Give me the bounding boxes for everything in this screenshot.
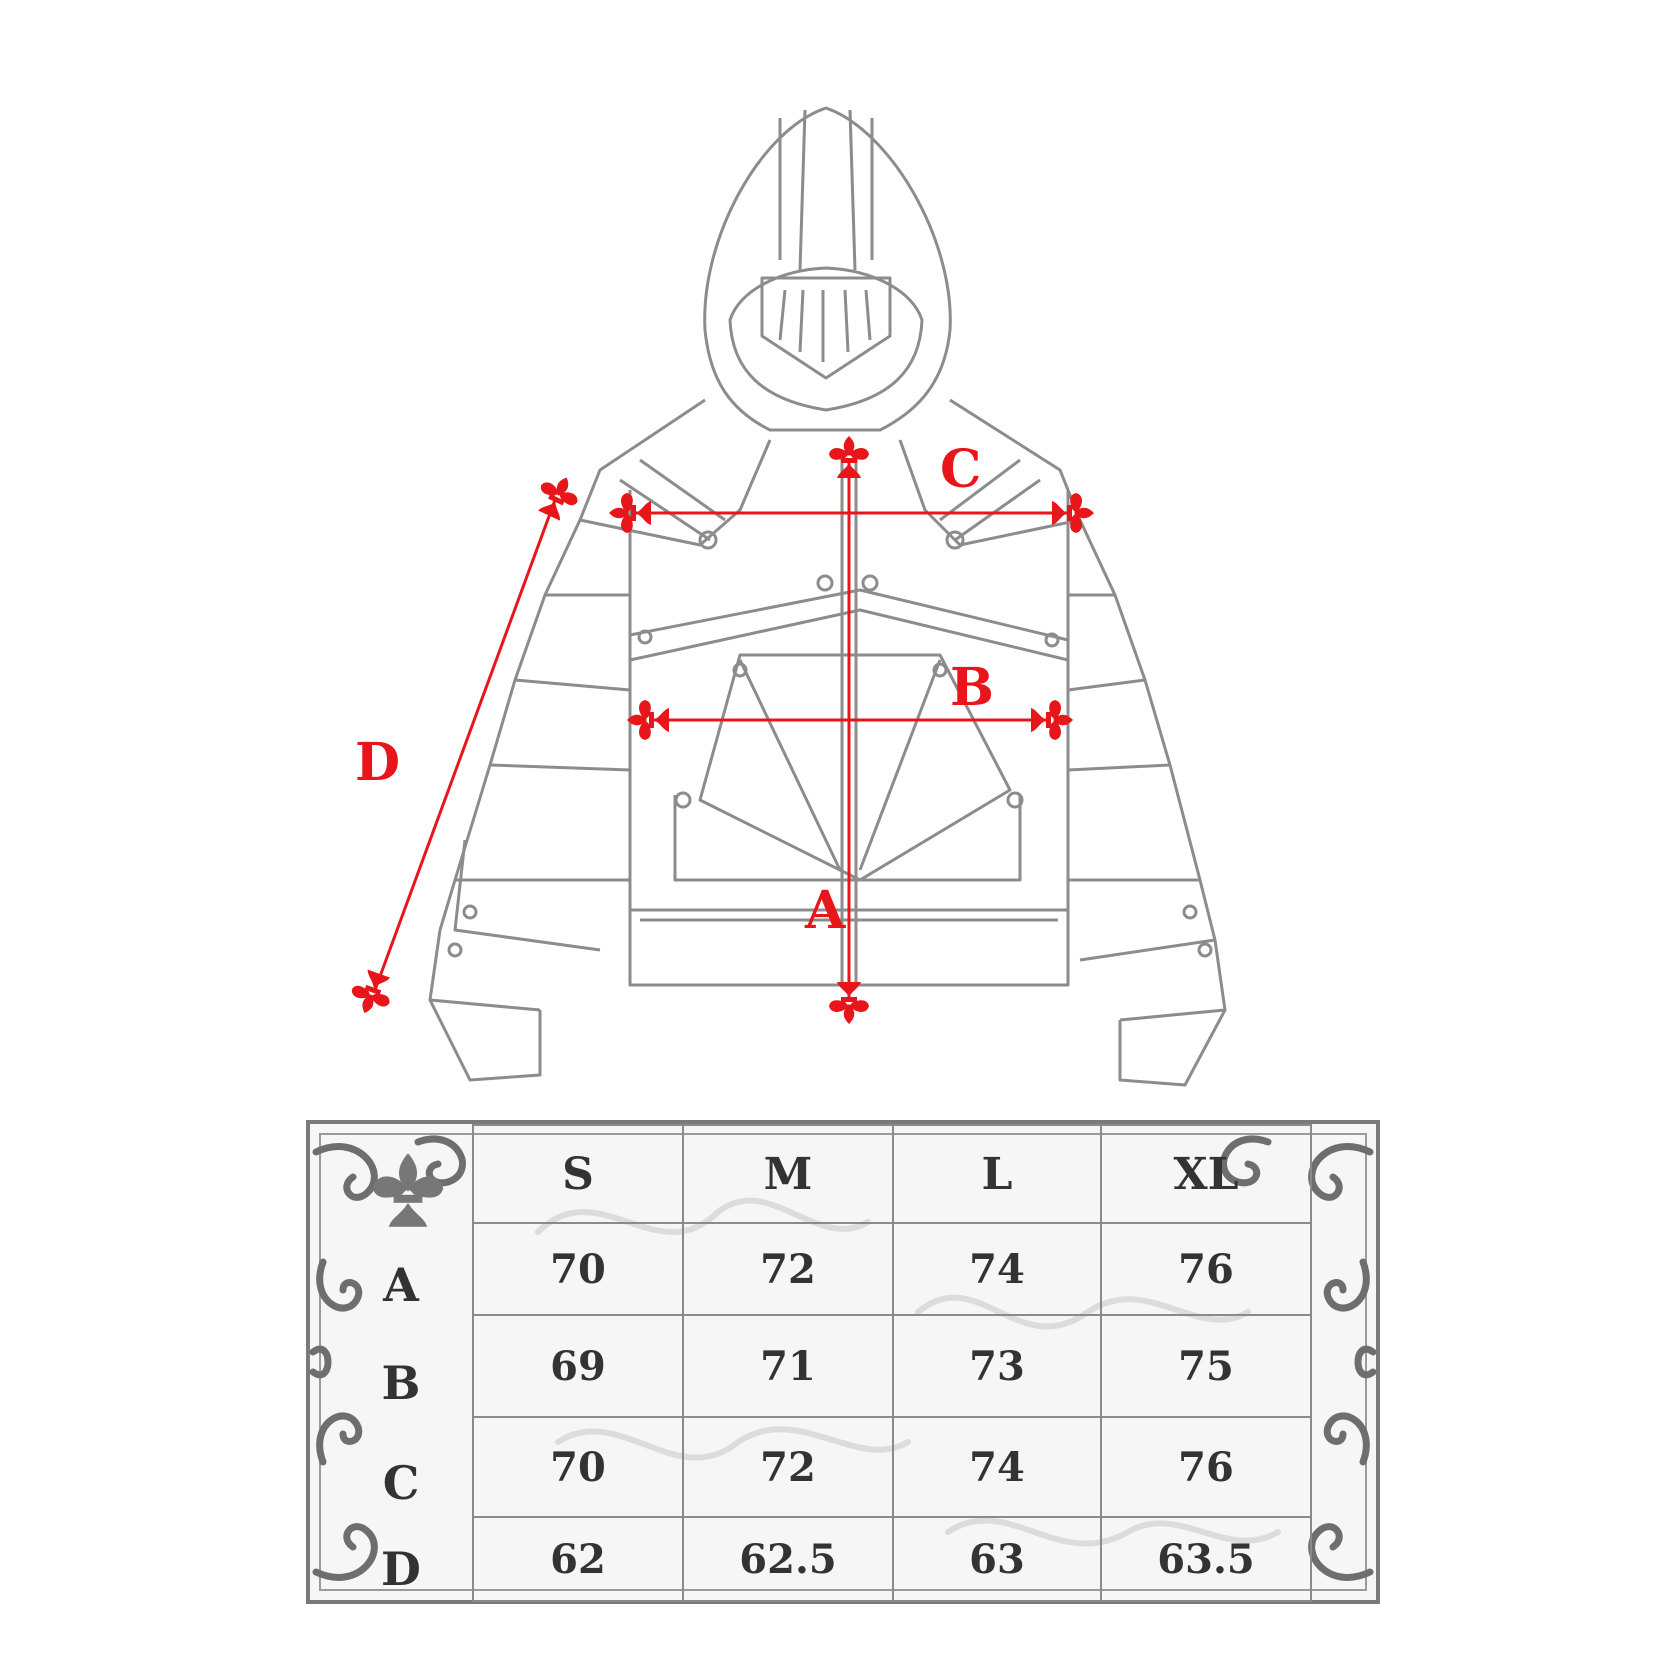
table-row: 62 62.5 63 63.5 <box>472 1516 1312 1602</box>
measure-end-icon <box>829 982 869 1024</box>
cell-b-s: 69 <box>472 1314 684 1418</box>
cell-d-l: 63 <box>892 1516 1102 1602</box>
measure-end-icon <box>345 966 398 1020</box>
fleur-de-lis-icon <box>372 1153 444 1227</box>
row-label-b: B <box>381 1356 421 1410</box>
garment-diagram: C B A D <box>345 106 1227 1087</box>
row-label-a: A <box>383 1258 419 1312</box>
cell-c-l: 74 <box>892 1416 1102 1518</box>
cell-c-xl: 76 <box>1100 1416 1312 1518</box>
size-chart: S M L XL 70 72 74 76 69 71 73 75 70 72 7… <box>298 1112 1388 1612</box>
cell-c-m: 72 <box>682 1416 894 1518</box>
cell-d-m: 62.5 <box>682 1516 894 1602</box>
table-row: 70 72 74 76 <box>472 1416 1312 1518</box>
row-label-d: D <box>381 1542 421 1596</box>
size-header-l: L <box>892 1124 1102 1224</box>
row-label-c: C <box>382 1456 420 1510</box>
measure-line-d <box>373 499 557 991</box>
cell-a-xl: 76 <box>1100 1222 1312 1316</box>
cell-a-m: 72 <box>682 1222 894 1316</box>
label-c: C <box>940 439 981 500</box>
cell-b-l: 73 <box>892 1314 1102 1418</box>
measure-end-icon <box>627 700 669 740</box>
measure-end-icon <box>829 436 869 478</box>
size-header-xl: XL <box>1100 1124 1312 1224</box>
label-a: A <box>804 880 846 941</box>
size-grid: S M L XL 70 72 74 76 69 71 73 75 70 72 7… <box>472 1124 1312 1602</box>
cell-a-l: 74 <box>892 1222 1102 1316</box>
cell-d-s: 62 <box>472 1516 684 1602</box>
size-header-m: M <box>682 1124 894 1224</box>
cell-c-s: 70 <box>472 1416 684 1518</box>
measure-end-icon <box>1052 493 1094 533</box>
label-d: D <box>355 732 400 793</box>
size-header-s: S <box>472 1124 684 1224</box>
cell-b-xl: 75 <box>1100 1314 1312 1418</box>
table-row: 70 72 74 76 <box>472 1222 1312 1316</box>
measure-end-icon <box>530 469 585 525</box>
label-b: B <box>950 657 994 718</box>
cell-a-s: 70 <box>472 1222 684 1316</box>
table-row: 69 71 73 75 <box>472 1314 1312 1418</box>
cell-d-xl: 63.5 <box>1100 1516 1312 1602</box>
cell-b-m: 71 <box>682 1314 894 1418</box>
